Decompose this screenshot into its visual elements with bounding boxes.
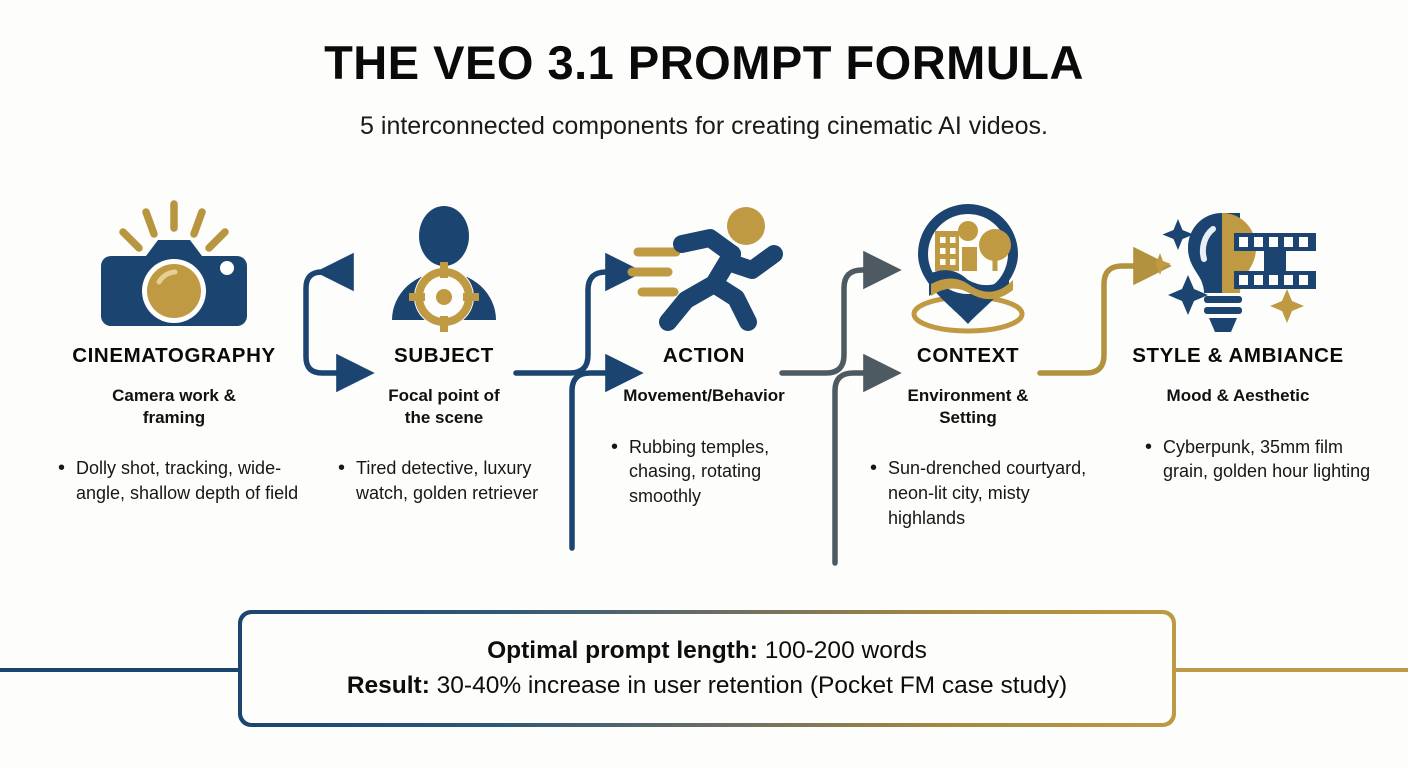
component-title-action: ACTION [662,344,746,367]
list-item: Sun-drenched courtyard, neon-lit city, m… [866,455,1097,530]
component-subtitle-action: Movement/Behavior [623,386,785,405]
page-subtitle: 5 interconnected components for creating… [360,112,1048,140]
callout-value-result: 30-40% increase in user retention (Pocke… [429,672,1068,699]
callout-line-result: Result: 30-40% increase in user retentio… [347,672,1067,700]
callout-label-prompt-length: Optimal prompt length: [487,637,758,664]
component-title-cinematography: CINEMATOGRAPHY [72,344,276,367]
person-target-icon [309,196,579,338]
component-subtitle-cinematography: Camera work & framing [112,386,236,427]
component-bullets-action: Rubbing temples, chasing, rotating smoot… [569,434,839,509]
callout-lead-line-right [1174,668,1408,672]
list-item: Dolly shot, tracking, wide-angle, shallo… [54,455,305,506]
component-title-subject: SUBJECT [394,344,494,367]
summary-callout-body: Optimal prompt length: 100-200 words Res… [242,614,1172,723]
camera-icon [39,196,309,338]
component-title-context: CONTEXT [916,344,1020,367]
callout-value-prompt-length: 100-200 words [757,637,927,664]
running-person-icon [569,196,839,338]
component-subtitle-style-ambiance: Mood & Aesthetic [1166,386,1310,405]
component-bullets-subject: Tired detective, luxury watch, golden re… [309,455,579,506]
list-item: Tired detective, luxury watch, golden re… [334,455,571,506]
component-bullets-cinematography: Dolly shot, tracking, wide-angle, shallo… [39,455,309,506]
component-title-style-ambiance: STYLE & AMBIANCE [1132,344,1344,367]
lightbulb-filmstrip-icon [1103,196,1373,338]
callout-lead-line-left [0,668,240,672]
component-subtitle-context: Environment & Setting [907,386,1029,427]
summary-callout: Optimal prompt length: 100-200 words Res… [238,610,1176,727]
callout-label-result: Result: [346,672,430,699]
list-item: Cyberpunk, 35mm film grain, golden hour … [1141,434,1371,485]
page-title: THE VEO 3.1 PROMPT FORMULA [324,36,1084,89]
component-context: CONTEXT Environment & Setting Sun-drench… [833,196,1103,531]
component-bullets-context: Sun-drenched courtyard, neon-lit city, m… [833,455,1103,530]
component-cinematography: CINEMATOGRAPHY Camera work & framing Dol… [39,196,309,506]
component-action: ACTION Movement/Behavior Rubbing temples… [569,196,839,509]
component-subject: SUBJECT Focal point of the scene Tired d… [309,196,579,506]
list-item: Rubbing temples, chasing, rotating smoot… [607,434,833,509]
component-style-ambiance: STYLE & AMBIANCE Mood & Aesthetic Cyberp… [1103,196,1373,484]
component-subtitle-subject: Focal point of the scene [388,386,500,427]
callout-line-prompt-length: Optimal prompt length: 100-200 words [487,637,927,665]
component-bullets-style-ambiance: Cyberpunk, 35mm film grain, golden hour … [1103,434,1373,485]
location-pin-landscape-icon [833,196,1103,338]
